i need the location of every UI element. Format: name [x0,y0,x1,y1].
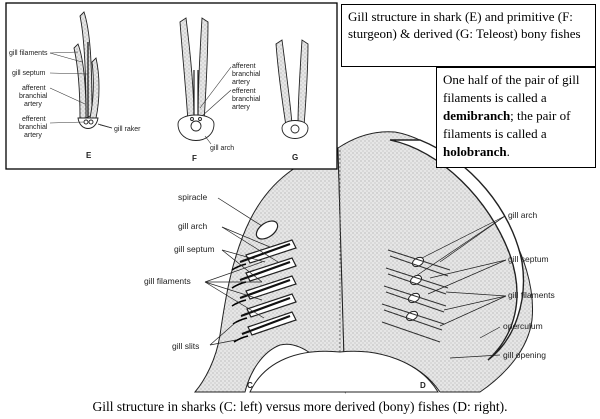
inset-e-leader-lines [49,51,113,129]
inset-caption-callout: Gill structure in shark (E) and primitiv… [341,4,596,67]
operculum-flap [389,139,525,361]
inset-label-fig-e: E [86,151,92,160]
bony-gill-filaments [381,249,451,343]
label-gill-opening: gill opening [503,350,546,360]
terminology-callout: One half of the pair of gill filaments i… [436,67,596,168]
label-gill-arch-left: gill arch [178,221,208,231]
inset-label-fig-g: G [292,153,298,162]
label-fig-c: C [247,381,253,390]
main-diagram: spiracle gill arch gill septum gill fila… [144,131,555,394]
mouth-cavity [249,350,439,393]
term-holobranch: holobranch [443,144,507,159]
inset-label-efferent-3: artery [24,132,42,139]
label-gill-septum-left: gill septum [174,244,215,254]
label-operculum: operculum [503,321,543,331]
label-gill-slits: gill slits [172,341,199,351]
inset-f-leader-lines [199,66,232,145]
inset-caption-text: Gill structure in shark (E) and primitiv… [348,9,581,41]
shark-gill-septa [239,242,291,336]
label-fig-d: D [420,381,426,390]
inset-label-f-afferent-3: artery [232,79,250,86]
figure-caption: Gill structure in sharks (C: left) versu… [92,399,508,414]
inset-label-f-efferent-3: artery [232,104,250,111]
inset-g-teleost-gill [275,39,309,139]
inset-diagram: gill filaments gill septum afferent bran… [5,2,338,170]
term-demibranch: demibranch [443,108,511,123]
label-gill-septum-right: gill septum [508,254,549,264]
inset-label-afferent-2: branchial [19,93,48,100]
inset-label-efferent-1: efferent [22,116,46,123]
terminology-text-part3: . [506,144,510,159]
inset-label-gill-arch: gill arch [210,145,234,152]
inset-label-efferent-2: branchial [19,124,48,131]
inset-label-f-afferent-1: afferent [232,63,256,70]
inset-f-sturgeon-gill [177,17,215,141]
main-leader-lines [204,197,507,359]
inset-label-afferent-1: afferent [22,85,46,92]
terminology-text-part1: One half of the pair of gill filaments i… [443,72,580,105]
inset-label-fig-f: F [192,154,197,163]
inset-label-f-efferent-2: branchial [232,96,261,103]
label-spiracle: spiracle [178,192,208,202]
inset-label-gill-filaments: gill filaments [9,50,48,57]
inset-label-f-afferent-2: branchial [232,71,261,78]
label-gill-filaments-left: gill filaments [144,276,191,286]
terminology-text-part2: ; the pair of filaments is called a [443,108,571,141]
inset-label-gill-septum: gill septum [12,70,46,77]
inset-label-f-efferent-1: efferent [232,88,256,95]
inset-label-afferent-3: artery [24,101,42,108]
label-gill-filaments-right: gill filaments [508,290,555,300]
label-gill-arch-right: gill arch [508,210,538,220]
inset-e-shark-gill [73,11,113,129]
inset-label-gill-raker: gill raker [114,126,141,133]
